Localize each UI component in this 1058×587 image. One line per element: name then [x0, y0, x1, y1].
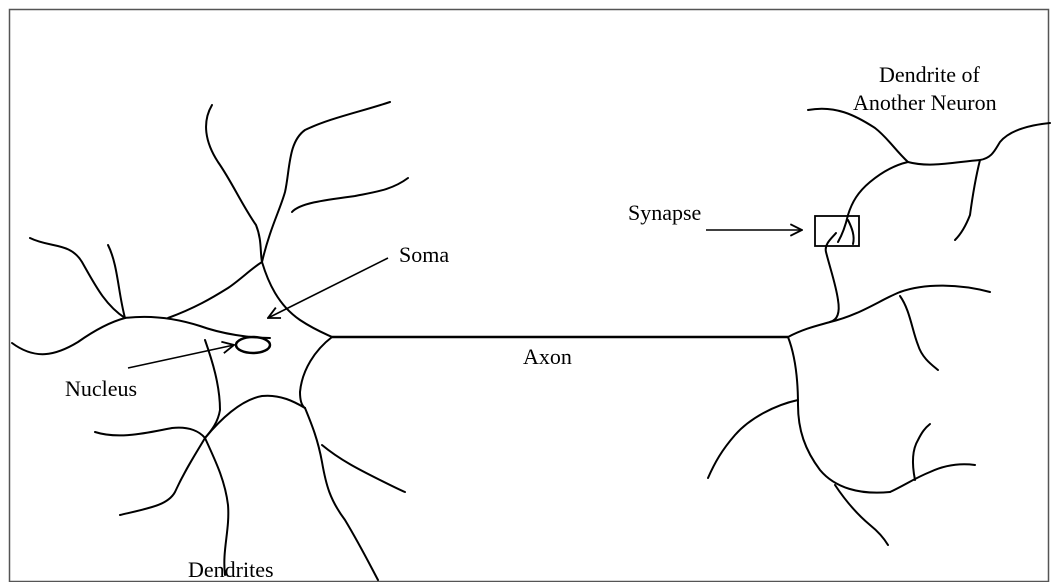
other-dendrite-branch	[838, 162, 908, 242]
dendrite-branch	[205, 438, 228, 575]
label-arrows	[128, 230, 802, 368]
dendrite-branch	[300, 337, 332, 408]
dendrite-branch	[206, 105, 262, 262]
dendrite-of-another-neuron-label-line1: Dendrite of	[879, 62, 980, 87]
other-neuron-dendrite	[808, 109, 1050, 244]
other-dendrite-branch	[848, 220, 854, 244]
dendrite-of-another-neuron-label-line2: Another Neuron	[853, 90, 997, 115]
other-dendrite-branch	[808, 109, 908, 162]
soma-arrow	[268, 258, 388, 318]
dendrite-branch	[322, 445, 405, 492]
dendrites	[12, 102, 408, 580]
dendrite-branch	[262, 262, 332, 337]
nucleus-label: Nucleus	[65, 376, 137, 401]
terminal-branch	[913, 424, 930, 480]
terminal-branch	[708, 400, 798, 478]
other-dendrite-branch	[955, 160, 980, 240]
axon-terminal	[708, 233, 990, 545]
dendrite-branch	[95, 428, 205, 438]
terminal-branch	[788, 300, 839, 337]
terminal-branch	[826, 233, 838, 300]
axon-label: Axon	[523, 344, 572, 369]
nucleus-arrow	[128, 345, 234, 368]
synapse-label: Synapse	[628, 200, 701, 225]
dendrite-branch	[125, 317, 270, 338]
terminal-branch	[788, 337, 890, 493]
other-dendrite-branch	[908, 123, 1050, 165]
dendrite-branch	[262, 102, 390, 262]
terminal-branch	[900, 296, 938, 370]
dendrites-label: Dendrites	[188, 557, 274, 582]
dendrite-branch	[168, 262, 262, 318]
dendrite-branch	[12, 318, 125, 354]
dendrite-branch	[292, 178, 408, 212]
terminal-branch	[835, 485, 888, 545]
soma-label: Soma	[399, 242, 449, 267]
terminal-branch	[890, 464, 975, 492]
dendrite-branch	[120, 438, 205, 515]
nucleus-ellipse	[236, 337, 270, 353]
dendrite-branch	[305, 408, 378, 580]
